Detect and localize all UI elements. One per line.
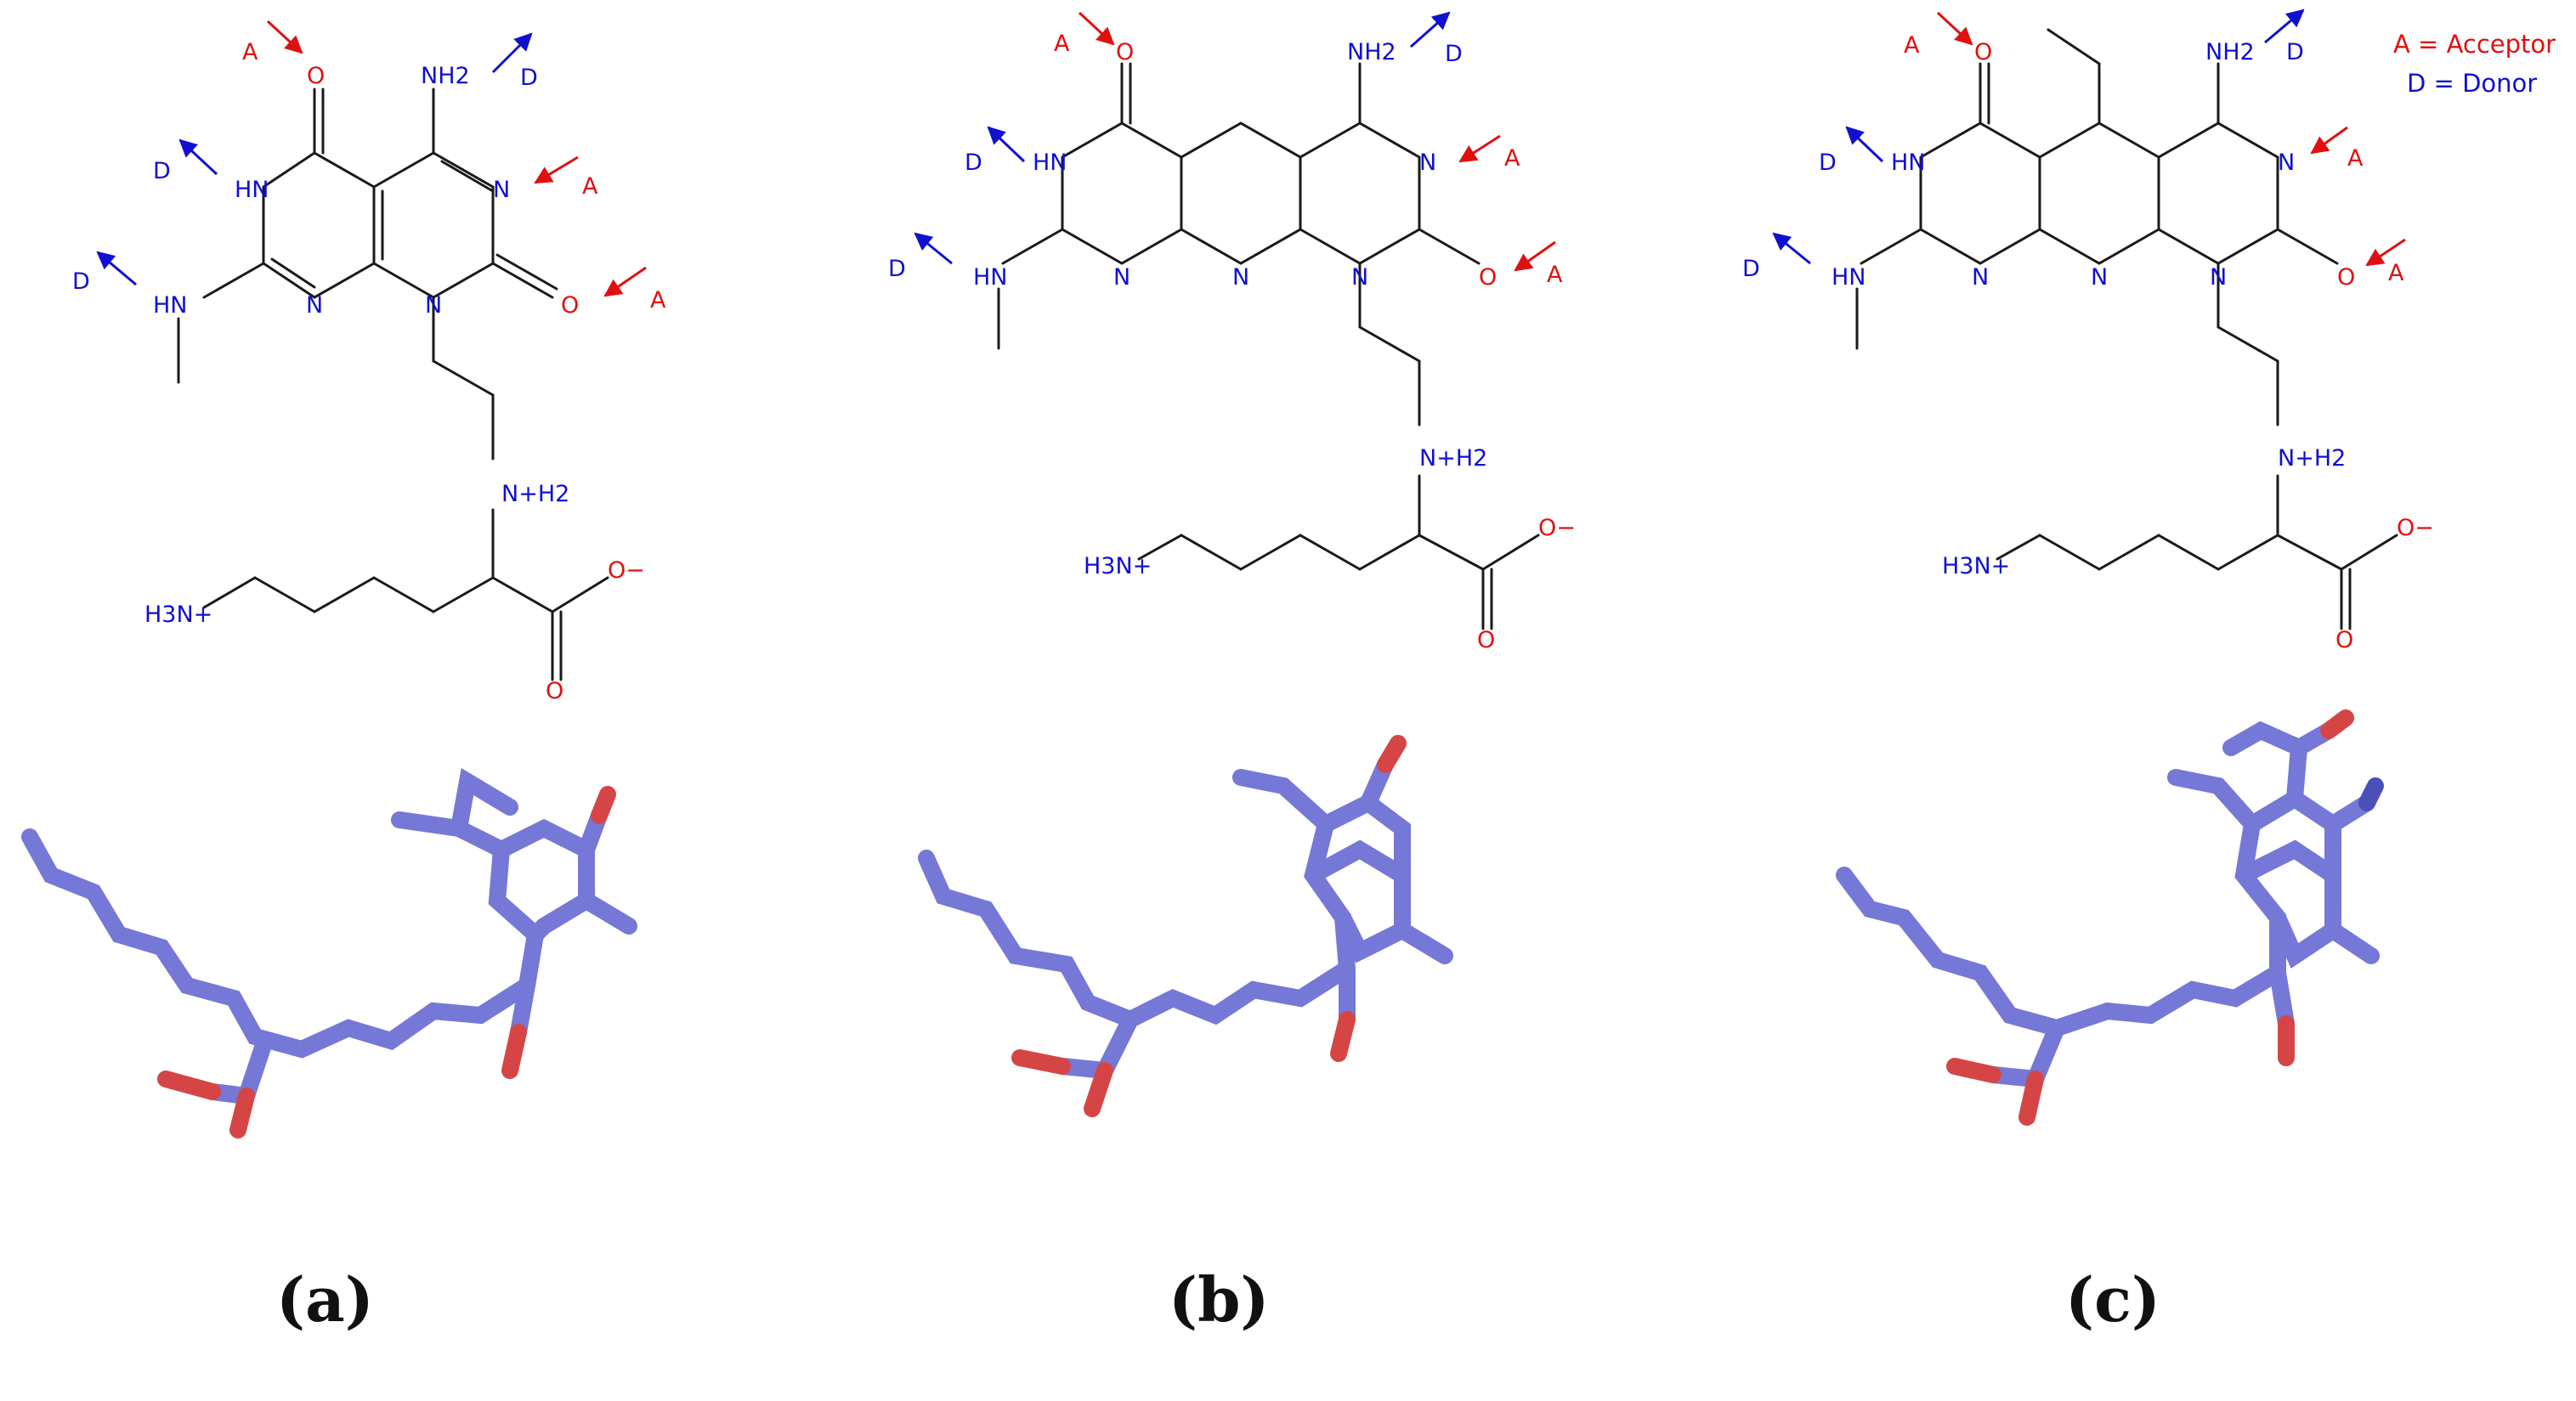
stick-model-c bbox=[1836, 709, 2384, 1126]
atom-nh: HN bbox=[1832, 264, 1866, 291]
marker-acceptor: A bbox=[1504, 145, 1520, 172]
atom-o: O bbox=[561, 292, 579, 319]
atom-o: O bbox=[2335, 627, 2353, 653]
structure-c: O NH2 HN N O HN N N N N+H2 H3N+ O− O A D… bbox=[1742, 8, 2434, 653]
marker-donor: D bbox=[1819, 150, 1837, 176]
atom-hn: HN bbox=[1891, 150, 1926, 176]
atom-h3n: H3N+ bbox=[1084, 553, 1152, 579]
atom-h3n: H3N+ bbox=[1942, 553, 2010, 579]
marker-donor: D bbox=[1445, 41, 1463, 67]
atom-o: O bbox=[1974, 39, 1992, 65]
atom-o: O bbox=[307, 63, 325, 89]
atom-n: N bbox=[425, 292, 442, 319]
atom-o: O bbox=[2337, 264, 2355, 291]
atom-o: O bbox=[1477, 627, 1495, 653]
atom-nh2: NH2 bbox=[421, 63, 470, 89]
marker-acceptor: A bbox=[1054, 31, 1070, 57]
atom-nplus: N+H2 bbox=[1419, 445, 1487, 472]
atom-nplus: N+H2 bbox=[2278, 445, 2346, 472]
atom-o: O bbox=[1479, 264, 1497, 291]
marker-donor: D bbox=[1742, 256, 1760, 282]
atom-n: N bbox=[1232, 264, 1249, 291]
atom-n: N bbox=[2210, 264, 2227, 291]
atom-ominus: O− bbox=[2397, 515, 2434, 541]
marker-acceptor: A bbox=[1904, 32, 1920, 59]
atom-n: N bbox=[2091, 264, 2108, 291]
marker-acceptor: A bbox=[242, 39, 258, 65]
panel-label-a: (a) bbox=[276, 1263, 374, 1336]
marker-donor: D bbox=[153, 158, 171, 184]
panel-label-b: (b) bbox=[1169, 1263, 1269, 1336]
atom-o: O bbox=[546, 678, 563, 704]
atom-nh2: NH2 bbox=[1347, 39, 1396, 65]
marker-donor: D bbox=[2286, 39, 2304, 65]
panel-label-c: (c) bbox=[2065, 1263, 2160, 1336]
atom-n: N bbox=[1351, 264, 1368, 291]
structure-b: O NH2 HN N O HN N N N N+H2 H3N+ O− O A D… bbox=[888, 11, 1576, 653]
stick-model-b bbox=[918, 735, 1453, 1117]
atom-nh2: NH2 bbox=[2205, 39, 2255, 65]
atom-n: N bbox=[493, 177, 510, 203]
atom-n: N bbox=[1972, 264, 1989, 291]
atom-hn: HN bbox=[1033, 150, 1067, 176]
marker-donor: D bbox=[888, 256, 906, 282]
atom-n: N bbox=[1113, 264, 1130, 291]
marker-acceptor: A bbox=[2347, 145, 2364, 172]
atom-nh: HN bbox=[973, 264, 1008, 291]
marker-acceptor: A bbox=[650, 287, 666, 314]
structure-a: O NH2 N HN O HN N N N+H2 H3N+ O− O A D A… bbox=[72, 20, 666, 704]
atom-ominus: O− bbox=[1538, 515, 1576, 541]
marker-acceptor: A bbox=[2388, 260, 2404, 286]
atom-nplus: N+H2 bbox=[501, 481, 569, 507]
atom-n: N bbox=[2278, 150, 2295, 176]
atom-h3n: H3N+ bbox=[144, 602, 212, 628]
marker-donor: D bbox=[520, 65, 538, 91]
marker-donor: D bbox=[965, 150, 982, 176]
legend-acceptor: A = Acceptor bbox=[2393, 30, 2556, 59]
atom-hn: HN bbox=[235, 177, 269, 203]
atom-ominus: O− bbox=[608, 557, 645, 584]
atom-nh: HN bbox=[153, 292, 188, 319]
legend-donor: D = Donor bbox=[2407, 69, 2537, 98]
atom-n: N bbox=[306, 292, 323, 319]
stick-model-a bbox=[21, 767, 637, 1138]
marker-donor: D bbox=[72, 268, 90, 295]
marker-acceptor: A bbox=[1547, 262, 1563, 288]
atom-n: N bbox=[1419, 150, 1436, 176]
atom-o: O bbox=[1116, 39, 1134, 65]
marker-acceptor: A bbox=[582, 173, 598, 200]
